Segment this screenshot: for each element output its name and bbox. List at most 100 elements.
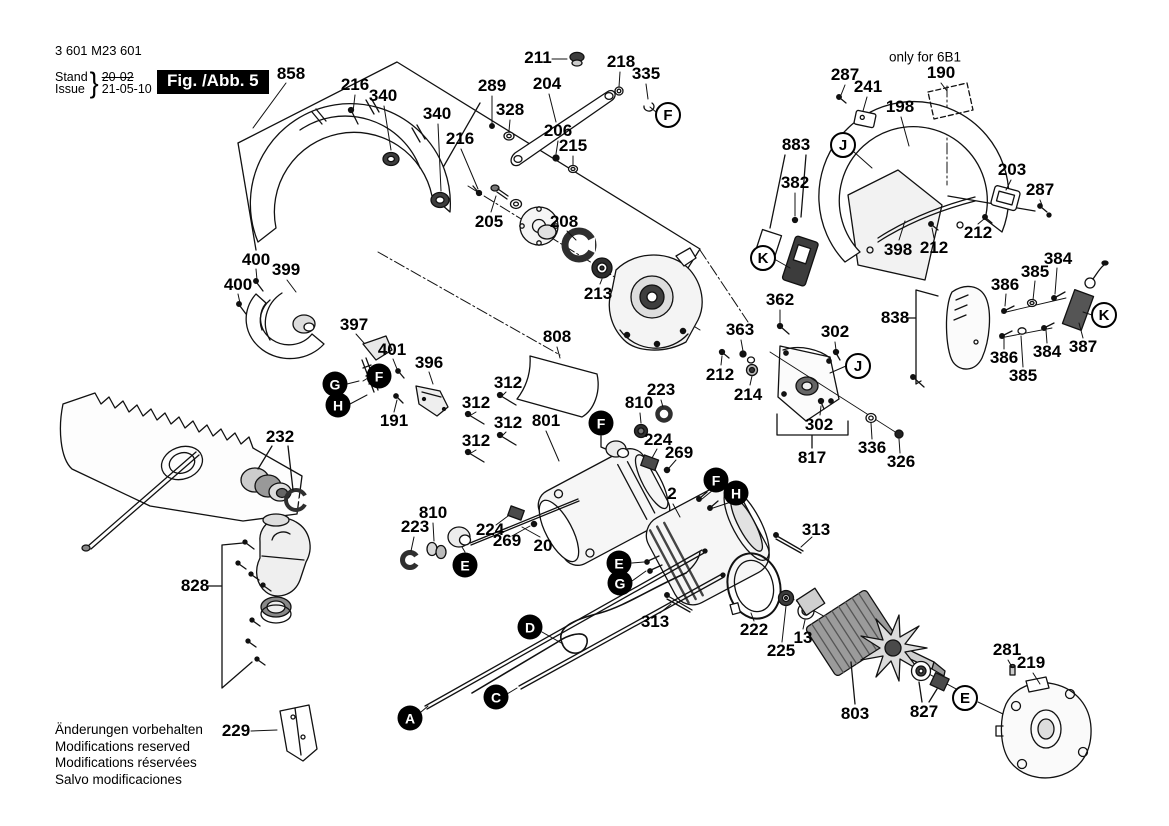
part-label-883: 883 (781, 135, 811, 154)
part-label-328: 328 (495, 100, 525, 119)
part-label-212: 212 (963, 223, 993, 242)
part-label-223: 223 (400, 517, 430, 536)
callout-H-filled: H (723, 480, 749, 506)
part-label-335: 335 (631, 64, 661, 83)
part-label-203: 203 (997, 160, 1027, 179)
cord-and-rods (424, 532, 804, 710)
callout-F-outline: F (655, 102, 681, 128)
part-label-827: 827 (909, 702, 939, 721)
footer-line-fr: Modifications réservées (55, 755, 197, 770)
part-label-312: 312 (461, 431, 491, 450)
part-label-858: 858 (276, 64, 306, 83)
callout-E-outline: E (952, 685, 978, 711)
part-label-216: 216 (445, 129, 475, 148)
part-label-810: 810 (418, 503, 448, 522)
blade-guard-858 (249, 97, 451, 243)
part-label-205: 205 (474, 212, 504, 231)
part-label-803: 803 (840, 704, 870, 723)
callout-C-filled: C (483, 684, 509, 710)
clamp-ring-222 (726, 552, 782, 620)
part-label-313: 313 (640, 612, 670, 631)
part-label-223: 223 (646, 380, 676, 399)
callout-F-filled: F (588, 410, 614, 436)
part-label-336: 336 (857, 438, 887, 457)
part-label-384: 384 (1043, 249, 1073, 268)
stand-value: 20-02 (101, 70, 134, 84)
callout-K-outline: K (1091, 302, 1117, 328)
part-label-211: 211 (524, 48, 552, 67)
part-label-326: 326 (886, 452, 916, 471)
guard-hardware (347, 106, 515, 209)
part-label-20: 20 (533, 536, 553, 555)
part-label-340: 340 (422, 104, 452, 123)
part-label-214: 214 (733, 385, 763, 404)
footer-line-es: Salvo modificaciones (55, 771, 182, 787)
guard-cup-399 (236, 278, 325, 360)
part-label-302: 302 (804, 415, 834, 434)
part-label-828: 828 (180, 576, 210, 595)
revision-brace: } (89, 67, 99, 99)
armature-803 (777, 587, 950, 705)
part-label-386: 386 (989, 348, 1019, 367)
part-label-269: 269 (664, 443, 694, 462)
spindle-parts (490, 184, 613, 279)
cover-plate-817 (718, 322, 904, 449)
callout-G-filled: G (322, 371, 348, 397)
part-label-269: 269 (492, 531, 522, 550)
part-label-215: 215 (558, 136, 588, 155)
only-for-note: only for 6B1 (888, 49, 962, 65)
part-label-216: 216 (340, 75, 370, 94)
part-label-224: 224 (475, 520, 505, 539)
carbon-brush-row (999, 260, 1109, 339)
part-label-222: 222 (739, 620, 769, 639)
issue-label: Issue (55, 81, 85, 96)
stator-2 (644, 484, 770, 606)
part-label-838: 838 (880, 308, 910, 327)
part-label-312: 312 (493, 413, 523, 432)
part-label-385: 385 (1020, 262, 1050, 281)
part-label-218: 218 (606, 52, 636, 71)
part-label-362: 362 (765, 290, 795, 309)
motor-housing-801 (537, 448, 671, 566)
callout-J-outline: J (845, 353, 871, 379)
part-label-398: 398 (883, 240, 913, 259)
figure-title-badge: Fig. /Abb. 5 (157, 70, 269, 94)
flap-229 (279, 704, 318, 762)
issue-value: 21-05-10 (101, 81, 152, 96)
callout-J-outline: J (830, 132, 856, 158)
callout-D-filled: D (517, 614, 543, 640)
part-label-385: 385 (1008, 366, 1038, 385)
part-label-400: 400 (241, 250, 271, 269)
part-label-312: 312 (493, 373, 523, 392)
callout-E-filled: E (452, 552, 478, 578)
part-label-401: 401 (377, 340, 407, 359)
callout-G-filled: G (607, 570, 633, 596)
callout-K-outline: K (750, 245, 776, 271)
part-label-808: 808 (542, 327, 572, 346)
part-label-208: 208 (549, 212, 579, 231)
upper-guard-198 (818, 82, 1052, 281)
callout-F-filled: F (366, 363, 392, 389)
clutch-parts-lower (400, 498, 580, 570)
part-label-213: 213 (583, 284, 613, 303)
link-arm-204 (510, 51, 655, 174)
bearing-plate-219 (995, 663, 1092, 779)
sheet-808 (516, 355, 599, 418)
part-label-232: 232 (265, 427, 295, 446)
part-label-204: 204 (532, 74, 562, 93)
part-label-2: 2 (667, 484, 677, 503)
part-label-384: 384 (1032, 342, 1062, 361)
stand-label: Stand (55, 70, 88, 84)
part-label-817: 817 (797, 448, 827, 467)
part-label-287: 287 (1025, 180, 1055, 199)
part-label-340: 340 (368, 86, 398, 105)
part-label-289: 289 (477, 76, 507, 95)
clutch-parts-upper (600, 405, 673, 474)
inner-guard-flange (608, 247, 703, 351)
part-label-363: 363 (725, 320, 755, 339)
part-label-241: 241 (853, 77, 883, 96)
revision-block: Stand Issue } 20-02 21-05-10 (55, 67, 152, 99)
part-label-287: 287 (830, 65, 860, 84)
